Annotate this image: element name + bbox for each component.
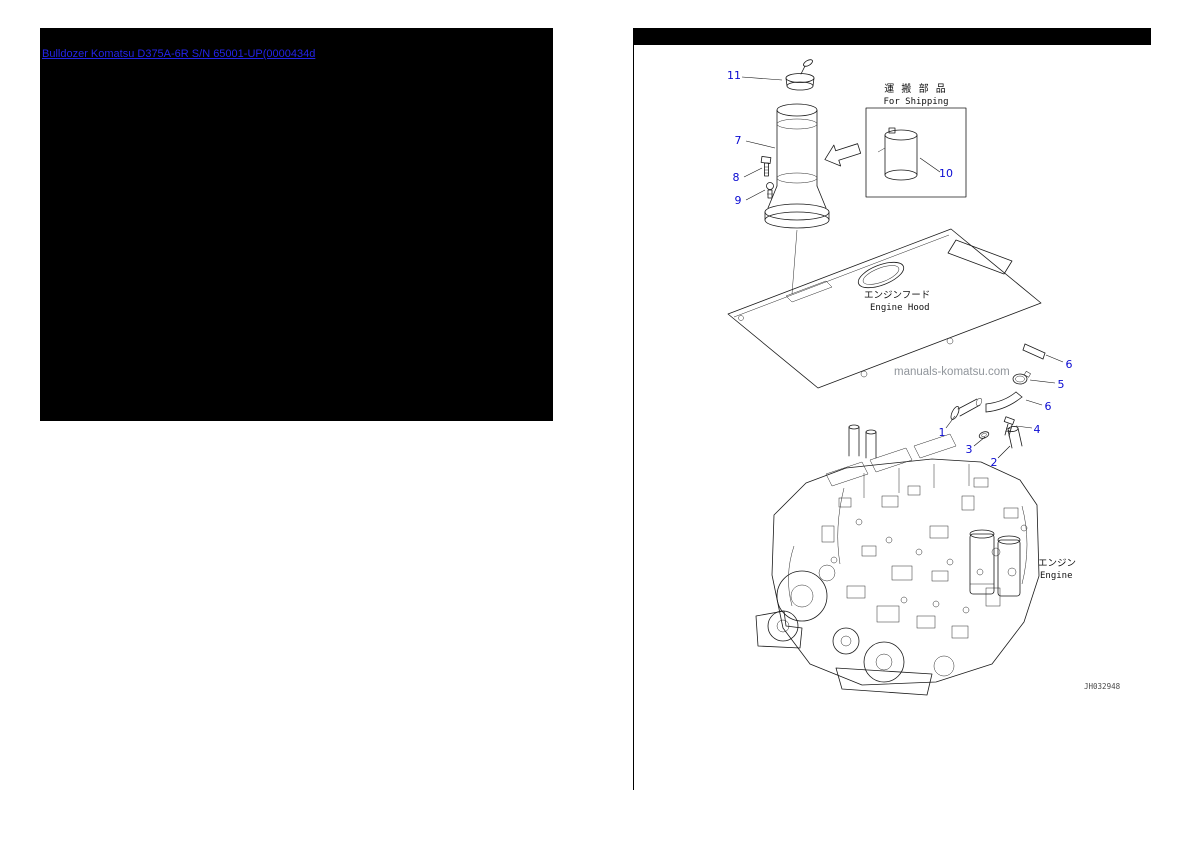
- callout-6-upper: 6: [1066, 358, 1073, 371]
- mount-bolt-drawing: [760, 156, 772, 177]
- callout-2: 2: [991, 456, 998, 469]
- callout-10: 10: [939, 167, 953, 180]
- hood-label-jp: エンジンフード: [864, 290, 930, 301]
- callout-5: 5: [1058, 378, 1065, 391]
- washer-drawing: [766, 182, 774, 199]
- shipping-arrow-icon: [824, 143, 862, 167]
- callout-6-lower: 6: [1045, 400, 1052, 413]
- air-cleaner-cap-drawing: [785, 59, 815, 91]
- callout-1: 1: [939, 426, 946, 439]
- left-black-panel: Bulldozer Komatsu D375A-6R S/N 65001-UP(…: [40, 28, 553, 421]
- engine-drawing: エンジン Engine: [755, 424, 1076, 696]
- engine-label-jp: エンジン: [1038, 558, 1076, 569]
- drawing-number: JH032948: [1084, 682, 1121, 691]
- panel-header-bar: [634, 28, 1151, 45]
- parts-diagram-panel: 運 搬 部 品 For Shipping エンジンフード Engine: [633, 28, 1151, 790]
- callout-4: 4: [1034, 423, 1041, 436]
- callout-7: 7: [735, 134, 742, 147]
- callout-numbers: 11 7 8 9 10 6 5 6 1 4 3 2: [727, 69, 1073, 469]
- engine-label-en: Engine: [1040, 571, 1073, 581]
- callout-3: 3: [966, 443, 973, 456]
- hose-parts-drawing: [950, 343, 1046, 449]
- air-cleaner-body-drawing: [764, 103, 830, 295]
- hood-label-en: Engine Hood: [870, 303, 930, 313]
- engine-hood-drawing: エンジンフード Engine Hood: [727, 228, 1042, 389]
- shipping-label-jp: 運 搬 部 品: [884, 82, 948, 95]
- watermark-text: manuals-komatsu.com: [894, 366, 1010, 378]
- callout-9: 9: [735, 194, 742, 207]
- model-title-link[interactable]: Bulldozer Komatsu D375A-6R S/N 65001-UP(…: [42, 48, 316, 60]
- callout-8: 8: [733, 171, 740, 184]
- shipping-label-en: For Shipping: [883, 97, 948, 107]
- callout-11: 11: [727, 69, 741, 82]
- parts-diagram: 運 搬 部 品 For Shipping エンジンフード Engine: [727, 59, 1121, 696]
- shipping-box: 運 搬 部 品 For Shipping: [865, 82, 967, 198]
- callout-leader-lines: [741, 76, 1064, 459]
